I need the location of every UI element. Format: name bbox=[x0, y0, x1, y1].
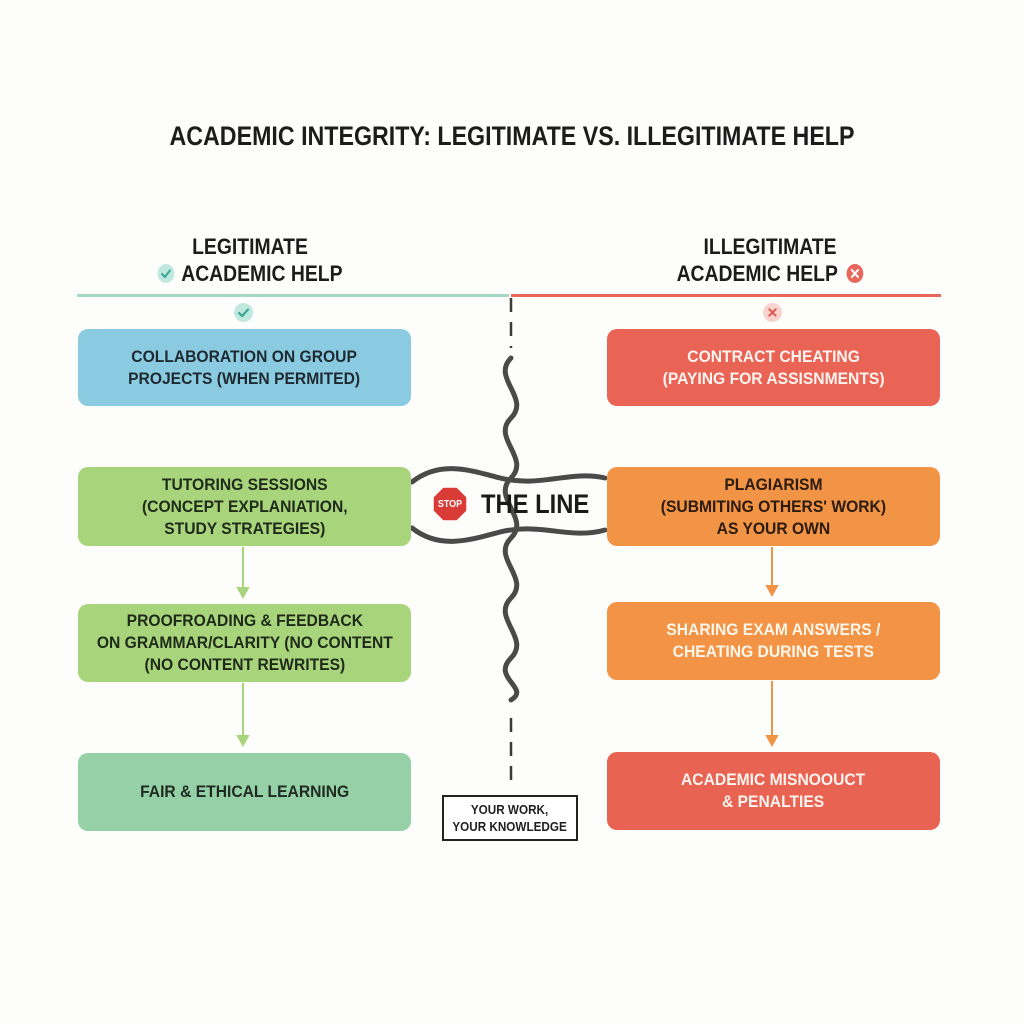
x-circle-icon bbox=[763, 303, 782, 322]
legit-item-collaboration: COLLABORATION ON GROUP PROJECTS (WHEN PE… bbox=[78, 329, 411, 406]
motto-text: YOUR WORK, YOUR KNOWLEDGE bbox=[452, 802, 568, 834]
legit-item-tutoring: TUTORING SESSIONS (CONCEPT EXPLANIATION,… bbox=[78, 467, 411, 546]
illegitimate-divider bbox=[511, 294, 941, 297]
illegitimate-heading: ILLEGITIMATE ACADEMIC HELP bbox=[656, 233, 885, 287]
x-circle-icon bbox=[846, 264, 864, 283]
illegit-item-exam-sharing: SHARING EXAM ANSWERS / CHEATING DURING T… bbox=[607, 602, 940, 680]
stop-sign-label: STOP bbox=[437, 498, 463, 510]
the-line-label: THE LINE bbox=[481, 489, 590, 519]
legit-item-fair-learning: FAIR & ETHICAL LEARNING bbox=[78, 753, 411, 831]
illegitimate-heading-line2: ACADEMIC HELP bbox=[676, 261, 838, 286]
legitimate-heading-line2: ACADEMIC HELP bbox=[181, 261, 343, 286]
stop-sign-icon bbox=[432, 486, 468, 522]
check-circle-icon bbox=[157, 264, 175, 283]
motto-box: YOUR WORK, YOUR KNOWLEDGE bbox=[442, 795, 578, 841]
check-circle-icon bbox=[234, 303, 253, 322]
illegit-item-misconduct: ACADEMIC MISNOOUCT & PENALTIES bbox=[607, 752, 940, 830]
legit-item-proofreading: PROOFROADING & FEEDBACK ON GRAMMAR/CLARI… bbox=[78, 604, 411, 682]
illegitimate-heading-line1: ILLEGITIMATE bbox=[703, 234, 837, 259]
legitimate-heading: LEGITIMATE ACADEMIC HELP bbox=[136, 233, 365, 287]
wavy-boundary-line bbox=[502, 355, 520, 703]
page-title: ACADEMIC INTEGRITY: LEGITIMATE VS. ILLEG… bbox=[169, 121, 855, 151]
wavy-boundary-line bbox=[409, 466, 608, 485]
legitimate-heading-line1: LEGITIMATE bbox=[192, 234, 308, 259]
illegit-item-plagiarism: PLAGIARISM (SUBMITING OTHERS' WORK) AS Y… bbox=[607, 467, 940, 546]
illegit-item-contract-cheating: CONTRACT CHEATING (PAYING FOR ASSISNMENT… bbox=[607, 329, 940, 406]
wavy-boundary-line bbox=[409, 525, 608, 544]
legitimate-divider bbox=[77, 294, 509, 297]
